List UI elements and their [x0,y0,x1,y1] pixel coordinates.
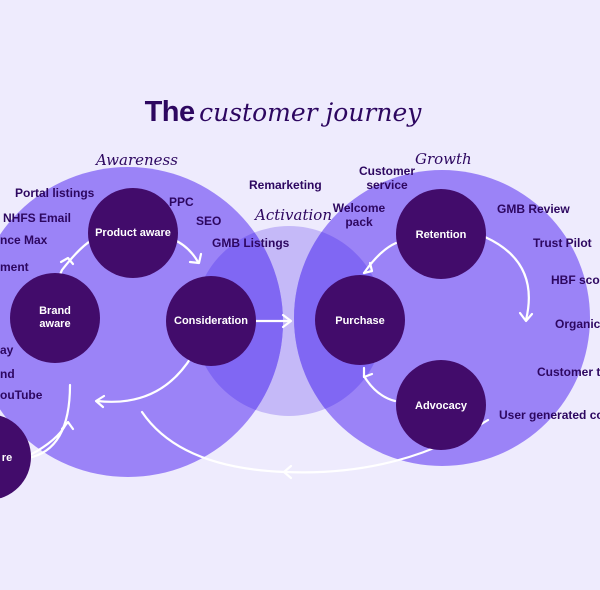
flow-consideration-to-brand [95,354,194,403]
growth-circle [294,170,590,466]
label-hbf-score: HBF scor [551,273,600,287]
label-remarketing: Remarketing [249,178,322,192]
stage-awareness: Awareness [96,151,178,169]
label-youtube: ouTube [0,388,43,402]
consideration-node [166,276,256,366]
title-bold: The [144,96,196,128]
page-title: The customer journey [0,96,566,129]
label-trust-pilot: Trust Pilot [533,236,592,250]
flow-purchase-to-retention [362,241,398,275]
partial-left-node [0,415,31,499]
label-customer-service: Customer service [358,164,415,192]
advocacy-label: Advocacy [415,399,467,412]
activation-growth-overlap [294,226,384,416]
label-ay: ay [0,343,14,357]
label-welcome-pack: Welcome pack [332,201,386,229]
brand-aware-node [10,273,100,363]
label-gmb-listings: GMB Listings [212,236,290,250]
label-user-generated: User generated co [499,408,600,422]
flow-partial-to-brand [26,383,72,460]
brand-aware-label: Brand aware [39,305,71,330]
purchase-label: Purchase [335,314,385,327]
label-gmb-review: GMB Review [497,202,570,216]
consideration-label: Consideration [174,314,248,327]
retention-label: Retention [415,228,467,241]
product-aware-node [88,188,178,278]
awareness-activation-overlap [194,226,283,416]
label-customer-t: Customer t [537,365,600,379]
awareness-circle [0,167,283,477]
title-italic: customer journey [199,98,422,127]
purchase-node [315,275,405,365]
label-seo: SEO [196,214,222,228]
label-ppc: PPC [169,195,194,209]
flow-retention-to-advocacy [483,235,530,322]
stage-activation: Activation [255,206,332,224]
label-portal-listings: Portal listings [15,186,95,200]
product-aware-label: Product aware [95,226,171,239]
stage-growth: Growth [415,150,472,168]
label-performance-max: nce Max [0,233,48,247]
label-ment: ment [0,260,29,274]
label-nhfs-email: NHFS Email [3,211,72,225]
label-organic: Organic [555,317,600,331]
flow-arrowheads [59,252,534,480]
partial-node-label: re [1,451,13,464]
label-nd: nd [0,367,15,381]
retention-node [396,189,486,279]
flow-advocacy-to-purchase [362,374,397,403]
advocacy-node [396,360,486,450]
